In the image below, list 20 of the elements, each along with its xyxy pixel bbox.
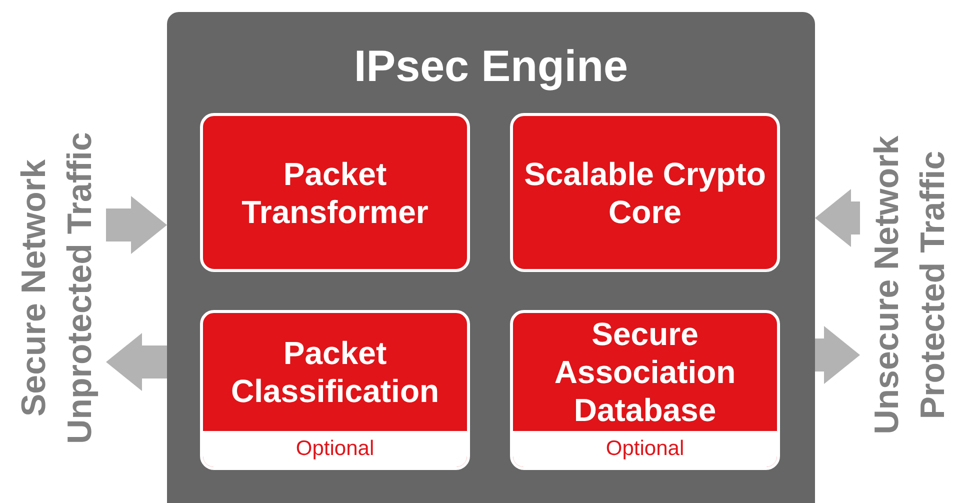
module-note: Optional — [606, 437, 684, 461]
module-note: Optional — [296, 437, 374, 461]
side-label: Secure Network — [14, 160, 54, 416]
module-title: Secure Association Database — [553, 315, 737, 429]
block-arrow — [106, 333, 167, 391]
module-title: Scalable Crypto Core — [523, 154, 767, 230]
block-arrow — [106, 196, 167, 254]
engine-container — [167, 12, 815, 503]
module-box — [200, 310, 470, 470]
side-label: Protected Traffic — [913, 150, 953, 420]
container-title: IPsec Engine — [353, 42, 629, 92]
module-box — [510, 310, 780, 470]
module-title: Packet Transformer — [240, 154, 430, 230]
side-label: Unsecure Network — [867, 136, 907, 434]
block-arrow — [815, 189, 860, 247]
side-label: Unprotected Traffic — [60, 132, 100, 444]
module-title: Packet Classification — [230, 334, 440, 410]
module-box — [200, 113, 470, 272]
module-box — [510, 113, 780, 272]
block-arrow — [815, 326, 860, 384]
